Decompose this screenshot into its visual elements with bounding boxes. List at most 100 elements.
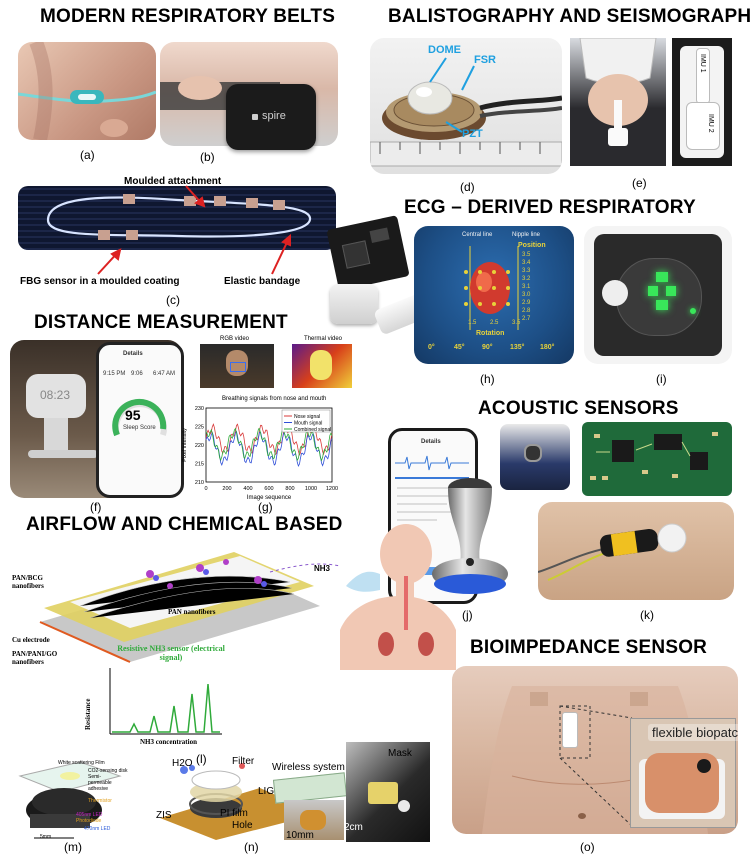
panel-c-bandage — [18, 186, 336, 250]
caption-j: (j) — [462, 608, 473, 622]
panel-h-ecg-map: Central line Nipple line Position Rotati… — [414, 226, 574, 364]
caption-b: (b) — [200, 150, 215, 164]
caption-i: (i) — [656, 372, 667, 386]
phone-time-3: 6:47 AM — [153, 371, 176, 377]
scale-tick: 3.3 — [522, 268, 531, 274]
panel-e-imu-device: IMU 1 IMU 2 — [672, 38, 732, 166]
heading-airflow: AIRFLOW AND CHEMICAL BASED — [26, 514, 343, 535]
label-wireless: Wireless system — [272, 762, 345, 773]
panel-e-photo — [570, 37, 666, 166]
label-imu-2: IMU 2 — [707, 114, 714, 133]
bottom-tick: 3.5 — [512, 320, 521, 326]
stethoscope-head-icon — [524, 444, 542, 462]
green-led — [666, 286, 676, 296]
heading-distance: DISTANCE MEASUREMENT — [34, 312, 288, 333]
label-pzt: PZT — [462, 128, 483, 140]
panel-o-photo: flexible biopatch — [452, 666, 738, 834]
panel-c-arrows — [97, 185, 291, 275]
biopatch-device — [645, 753, 719, 813]
label-rotation: Rotation — [476, 330, 505, 337]
label-moulded-attachment: Moulded attachment — [124, 176, 222, 187]
label-fsr: FSR — [474, 54, 496, 66]
label-thermal-video: Thermal video — [304, 336, 343, 342]
sensor-dome-illustration — [370, 57, 562, 167]
label-photodiode: Photodiode — [76, 818, 102, 824]
label-resistance-axis: Resistance — [84, 698, 92, 731]
series-line-2 — [205, 427, 333, 462]
x-tick-label: 1000 — [305, 486, 317, 492]
bottom-tick: 2.5 — [490, 320, 499, 326]
biopatch-zoom — [630, 718, 736, 828]
caption-d: (d) — [460, 180, 475, 194]
neck-imu-illustration — [579, 37, 657, 146]
panel-l-diagram — [30, 546, 360, 666]
label-thermistor: Thermistor — [88, 798, 112, 804]
caption-a: (a) — [80, 148, 95, 162]
x-tick-label: 200 — [222, 486, 231, 492]
label-nh3: NH3 — [314, 564, 331, 573]
label-filter: Filter — [232, 756, 255, 767]
nh3-resistance-plot — [109, 668, 222, 735]
phone-j-waveform — [395, 455, 469, 471]
panel-n-photo-small — [284, 800, 344, 840]
panel-l-body — [340, 520, 456, 670]
x-tick-label: 600 — [264, 486, 273, 492]
angle-label: 0° — [428, 344, 435, 351]
label-n-scale-1: 10mm — [286, 830, 314, 841]
caption-k: (k) — [640, 608, 654, 622]
spire-brand-label: spire — [262, 110, 286, 122]
x-axis-label: Image sequence — [247, 495, 292, 501]
angle-label: 180° — [540, 344, 555, 351]
caption-n: (n) — [244, 840, 259, 854]
label-rgb-video: RGB video — [220, 336, 250, 342]
acoustic-sensor-on-skin — [538, 523, 687, 581]
panel-f-phone: Details 9:15 PM 9:06 6:47 AM 95 Sleep Sc… — [96, 342, 184, 498]
label-white-film: White scattering Film — [58, 760, 105, 766]
ecg-heart-diagram — [464, 246, 519, 330]
panel-h-circuit-board — [326, 215, 410, 291]
label-pan-nanofibers: PAN nanofibers — [168, 608, 216, 616]
biopatch-on-body — [562, 712, 578, 748]
scale-tick: 3.4 — [522, 260, 531, 266]
label-dome: DOME — [428, 44, 461, 56]
scale-tick: 2.7 — [522, 316, 531, 322]
biopatch-sensor-icon — [697, 759, 711, 773]
scale-tick: 2.9 — [522, 300, 531, 306]
label-hole: Hole — [232, 820, 253, 831]
scale-tick: 3.5 — [522, 252, 531, 258]
caption-l: (l) — [196, 752, 207, 766]
scale-tick: 3.0 — [522, 292, 531, 298]
panel-l-sensor-plot — [100, 664, 224, 746]
caption-c: (c) — [166, 293, 180, 307]
green-led — [648, 286, 658, 296]
label-mask: Mask — [388, 748, 412, 759]
angle-label: 45° — [454, 344, 465, 351]
heading-bioimpedance: BIOIMPEDANCE SENSOR — [470, 637, 708, 658]
angle-label: 90° — [482, 344, 493, 351]
label-co2-disk: CO2-sensing disk — [88, 768, 128, 774]
y-tick-label: 220 — [195, 443, 204, 449]
scale-tick: 3.2 — [522, 276, 531, 282]
panel-j-wearer-photo — [500, 424, 570, 490]
co2-sensor-illustration — [18, 761, 122, 839]
rgb-video-frame — [200, 344, 274, 388]
spire-logo-icon — [252, 114, 258, 120]
label-h2o: H2O — [172, 758, 193, 769]
caption-e: (e) — [632, 176, 647, 190]
spire-device: spire — [226, 84, 316, 150]
label-imu-1: IMU 1 — [699, 54, 706, 73]
green-led — [690, 308, 696, 314]
thermal-video-frame — [292, 344, 352, 388]
device-time: 08:23 — [40, 388, 71, 402]
label-470-led: 470nm LED — [84, 826, 111, 832]
label-pi-film: PI film — [220, 808, 248, 819]
panel-j-stethoscope — [430, 474, 510, 600]
label-elastic-bandage: Elastic bandage — [224, 276, 301, 287]
y-tick-label: 225 — [195, 425, 204, 431]
caption-m: (m) — [64, 840, 82, 854]
human-silhouette-illustration — [340, 524, 456, 670]
sleep-device: 08:23 — [26, 374, 86, 418]
label-m-scale: 5mm — [40, 834, 52, 840]
heading-respiratory-belts: MODERN RESPIRATORY BELTS — [40, 6, 336, 27]
